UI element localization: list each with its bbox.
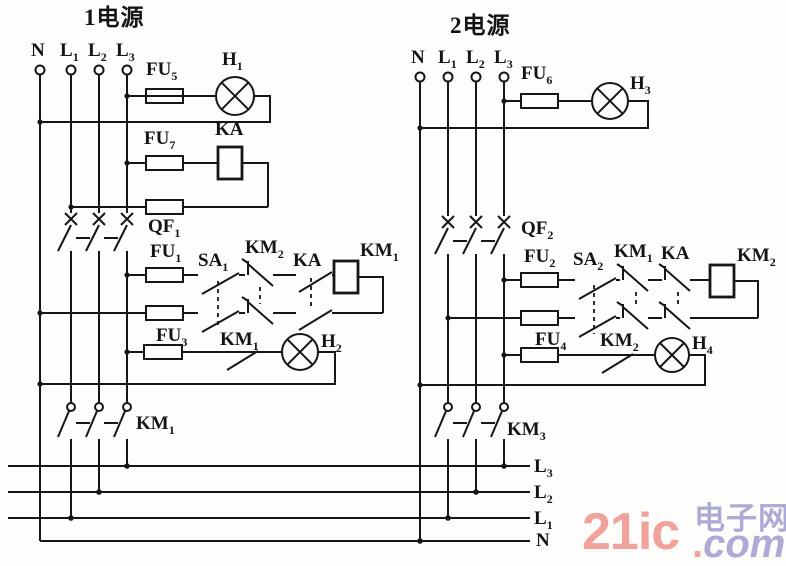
feeder-lines-source1	[39, 75, 128, 541]
label-ka-coil: KA	[215, 119, 244, 140]
terminal-label-l1-2: L1	[438, 47, 457, 71]
terminal-label-n1: N	[31, 40, 45, 61]
label-sa1: SA1	[198, 250, 229, 274]
coil-km2	[708, 263, 736, 299]
contact-km1-aux-blade	[226, 350, 259, 371]
watermark-com: .com	[692, 522, 786, 566]
contactor-km1-main	[57, 402, 132, 521]
circuit-h2-row	[37, 333, 336, 387]
terminal-label-l2-2: L2	[466, 47, 485, 71]
watermark-cn: 电子网	[694, 501, 786, 536]
label-h1: H1	[222, 49, 243, 73]
label-qf1: QF1	[148, 216, 181, 240]
terminal-label-n2: N	[411, 47, 425, 68]
label-qf2: QF2	[521, 218, 554, 242]
label-fu1: FU1	[150, 241, 182, 265]
circuit-ka-row	[124, 145, 269, 207]
label-fu2: FU2	[524, 246, 556, 270]
label-ka-contact-2: KA	[661, 243, 690, 264]
label-km3-main: KM3	[507, 419, 546, 443]
label-h2: H2	[321, 331, 342, 355]
bus-label-l3: L3	[534, 456, 553, 480]
source1-title: 1电源	[84, 5, 145, 30]
watermark-21ic: 21ic	[582, 503, 680, 561]
terminal-circles-source2	[414, 71, 510, 83]
coil-km1	[332, 259, 360, 295]
label-fu5: FU5	[146, 59, 178, 83]
contact-ka-blade	[298, 271, 333, 293]
label-km1-coil: KM1	[360, 240, 399, 264]
bus-label-l1: L1	[534, 508, 553, 532]
label-km1-aux: KM1	[220, 329, 259, 353]
label-sa2: SA2	[573, 249, 604, 273]
terminal-circles-source1	[34, 64, 133, 76]
circuit-km2-aux-row	[445, 285, 758, 338]
label-fu3: FU3	[156, 325, 188, 349]
circuit-km2-coil-row	[501, 263, 759, 318]
label-fu6: FU6	[521, 63, 553, 87]
label-km2-aux: KM2	[600, 330, 639, 354]
label-h4: H4	[692, 333, 713, 357]
label-fu4: FU4	[535, 329, 567, 353]
switch-sa2-blade	[578, 277, 617, 300]
bus-lines	[8, 465, 530, 544]
circuit-h1-row	[37, 76, 271, 125]
label-fu7: FU7	[144, 128, 176, 152]
circuit-km1-aux-row	[37, 278, 383, 333]
source2-title: 2电源	[450, 13, 511, 38]
label-ka-contact-1: KA	[293, 250, 322, 271]
contact-km1-nc	[616, 263, 649, 292]
breaker-qf1	[57, 212, 134, 252]
bus-label-l2: L2	[534, 482, 553, 506]
bus-label-n: N	[536, 530, 550, 551]
contact-km2-nc	[241, 258, 274, 287]
terminal-label-l2-1: L2	[88, 40, 107, 64]
breaker-qf2	[434, 215, 511, 255]
contactor-km3-main	[434, 402, 509, 521]
label-km2-coil: KM2	[737, 245, 776, 269]
coil-ka	[216, 145, 244, 181]
terminal-label-l3-1: L3	[116, 40, 135, 64]
label-h3: H3	[630, 73, 651, 97]
circuit-h4-row	[417, 337, 706, 388]
label-km1-main: KM1	[136, 413, 175, 437]
label-km1-contact: KM1	[614, 241, 653, 265]
contact-ka-nc	[658, 263, 691, 292]
switch-sa1-blade	[201, 272, 240, 295]
contact-km2-aux-blade	[601, 353, 634, 374]
circuit-ka-return-row	[68, 199, 268, 215]
terminal-label-l1-1: L1	[60, 40, 79, 64]
label-km2-contact: KM2	[245, 237, 284, 261]
circuit-km1-coil-row	[124, 258, 384, 313]
terminal-label-l3-2: L3	[494, 47, 513, 71]
feeder-lines-source2	[419, 82, 505, 541]
circuit-h3-row	[417, 82, 649, 131]
